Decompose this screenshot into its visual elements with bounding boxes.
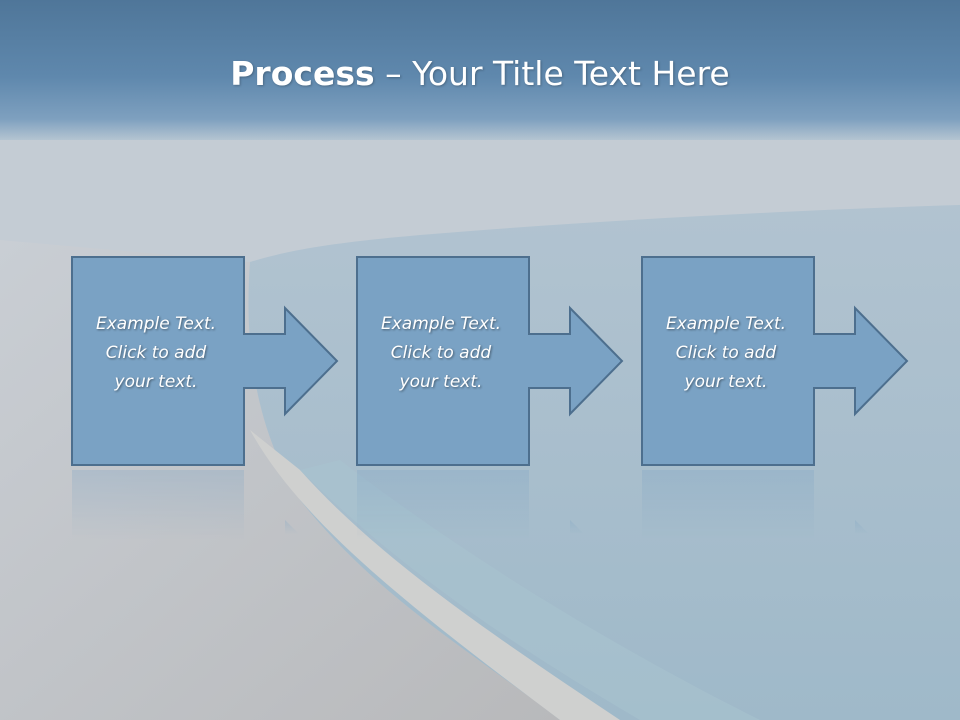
step-shape-box-arrow [71,256,339,466]
step-text[interactable]: Example Text. Click to add your text. [95,314,217,392]
slide-title[interactable]: Process – Your Title Text Here [0,52,960,96]
step-reflection-3 [641,470,921,540]
process-step-1[interactable]: Example Text. Click to add your text. [71,256,351,468]
step-text[interactable]: Example Text. Click to add your text. [665,314,787,392]
title-bar [0,0,960,140]
step-text[interactable]: Example Text. Click to add your text. [380,314,502,392]
step-shape-box-arrow [641,256,909,466]
title-rest: – Your Title Text Here [374,54,730,93]
title-bold: Process [230,54,375,93]
step-reflection-2 [356,470,636,540]
step-reflection-1 [71,470,351,540]
step-shape-box-arrow [356,256,624,466]
process-step-2[interactable]: Example Text. Click to add your text. [356,256,636,468]
process-step-3[interactable]: Example Text. Click to add your text. [641,256,921,468]
